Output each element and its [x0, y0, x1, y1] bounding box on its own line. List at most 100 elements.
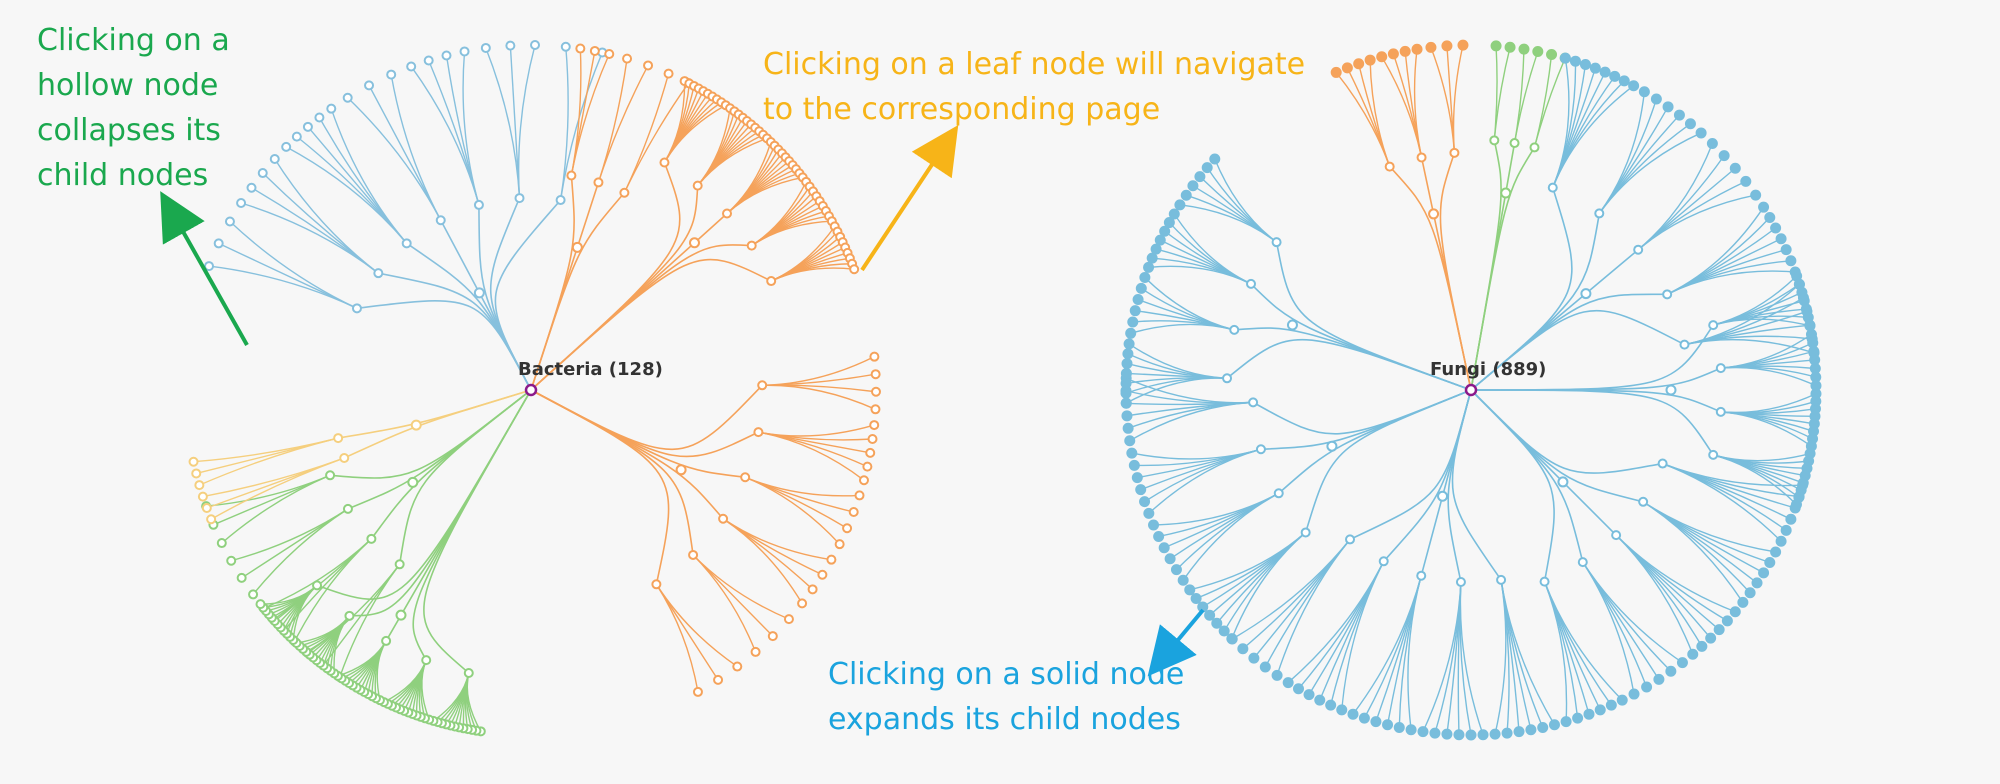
leaf-node[interactable] — [1123, 338, 1135, 350]
leaf-node[interactable] — [1353, 58, 1365, 70]
leaf-node[interactable] — [1662, 101, 1674, 113]
hub-node[interactable] — [1580, 288, 1592, 300]
branch-node[interactable] — [514, 193, 525, 204]
branch-node[interactable] — [692, 180, 703, 191]
leaf-node[interactable] — [1126, 447, 1138, 459]
branch-node[interactable] — [1246, 278, 1257, 289]
leaf-node[interactable] — [302, 121, 313, 132]
leaf-node[interactable] — [1177, 574, 1189, 586]
leaf-node[interactable] — [1696, 640, 1708, 652]
leaf-node[interactable] — [248, 589, 259, 600]
leaf-node[interactable] — [1282, 677, 1294, 689]
branch-node[interactable] — [1455, 576, 1466, 587]
leaf-node[interactable] — [834, 539, 845, 550]
leaf-node[interactable] — [1190, 592, 1202, 604]
hub-node[interactable] — [410, 419, 422, 431]
leaf-node[interactable] — [194, 480, 205, 491]
branch-node[interactable] — [1489, 135, 1500, 146]
leaf-node[interactable] — [1569, 55, 1581, 67]
branch-node[interactable] — [1416, 152, 1427, 163]
leaf-node[interactable] — [1303, 689, 1315, 701]
hub-node[interactable] — [1326, 440, 1338, 452]
branch-node[interactable] — [463, 667, 474, 678]
branch-node[interactable] — [566, 170, 577, 181]
leaf-node[interactable] — [589, 45, 600, 56]
leaf-node[interactable] — [870, 369, 881, 380]
leaf-node[interactable] — [867, 434, 878, 445]
leaf-node[interactable] — [1653, 673, 1665, 685]
branch-node[interactable] — [312, 580, 323, 591]
branch-node[interactable] — [381, 635, 392, 646]
leaf-node[interactable] — [423, 55, 434, 66]
leaf-node[interactable] — [1159, 225, 1171, 237]
leaf-node[interactable] — [817, 569, 828, 580]
leaf-node[interactable] — [204, 261, 215, 272]
leaf-node[interactable] — [1218, 625, 1230, 637]
leaf-node[interactable] — [1237, 643, 1249, 655]
leaf-node[interactable] — [692, 686, 703, 697]
leaf-node[interactable] — [1489, 728, 1501, 740]
leaf-node[interactable] — [1143, 261, 1155, 273]
leaf-node[interactable] — [1744, 587, 1756, 599]
leaf-node[interactable] — [1628, 80, 1640, 92]
leaf-node[interactable] — [1673, 109, 1685, 121]
leaf-node[interactable] — [1665, 665, 1677, 677]
leaf-node[interactable] — [1122, 422, 1134, 434]
leaf-node[interactable] — [226, 555, 237, 566]
hub-node[interactable] — [1557, 476, 1569, 488]
leaf-node[interactable] — [1150, 243, 1162, 255]
branch-node[interactable] — [1679, 339, 1690, 350]
branch-node[interactable] — [325, 470, 336, 481]
leaf-node[interactable] — [807, 584, 818, 595]
branch-node[interactable] — [1577, 557, 1588, 568]
leaf-node[interactable] — [480, 42, 491, 53]
leaf-node[interactable] — [1706, 138, 1718, 150]
branch-node[interactable] — [1271, 237, 1282, 248]
leaf-node[interactable] — [1589, 62, 1601, 74]
branch-node[interactable] — [1229, 324, 1240, 335]
fungi-root-node[interactable] — [1464, 383, 1478, 397]
branch-node[interactable] — [1539, 576, 1550, 587]
leaf-node[interactable] — [1135, 282, 1147, 294]
leaf-node[interactable] — [1537, 721, 1549, 733]
branch-node[interactable] — [373, 268, 384, 279]
leaf-node[interactable] — [386, 69, 397, 80]
branch-node[interactable] — [1222, 373, 1233, 384]
leaf-node[interactable] — [1532, 46, 1544, 58]
hub-node[interactable] — [473, 287, 485, 299]
branch-node[interactable] — [651, 579, 662, 590]
branch-node[interactable] — [342, 503, 353, 514]
leaf-node[interactable] — [1154, 234, 1166, 246]
leaf-node[interactable] — [858, 475, 869, 486]
leaf-node[interactable] — [1153, 530, 1165, 542]
leaf-node[interactable] — [1187, 180, 1199, 192]
branch-node[interactable] — [1449, 147, 1460, 158]
branch-node[interactable] — [766, 276, 777, 287]
leaf-node[interactable] — [849, 264, 860, 275]
branch-node[interactable] — [1378, 556, 1389, 567]
leaf-node[interactable] — [326, 103, 337, 114]
leaf-node[interactable] — [1293, 683, 1304, 695]
leaf-node[interactable] — [1780, 524, 1792, 536]
leaf-node[interactable] — [854, 490, 865, 501]
leaf-node[interactable] — [750, 646, 761, 657]
leaf-node[interactable] — [1180, 189, 1192, 201]
leaf-node[interactable] — [1605, 699, 1617, 711]
leaf-node[interactable] — [1204, 609, 1216, 621]
branch-node[interactable] — [401, 238, 412, 249]
leaf-node[interactable] — [1336, 704, 1348, 716]
leaf-node[interactable] — [1758, 201, 1770, 213]
bacteria-root-node[interactable] — [524, 383, 538, 397]
leaf-node[interactable] — [575, 43, 586, 54]
leaf-node[interactable] — [1594, 704, 1606, 716]
leaf-node[interactable] — [1793, 491, 1805, 503]
leaf-node[interactable] — [1729, 606, 1741, 618]
leaf-node[interactable] — [1721, 615, 1733, 627]
leaf-node[interactable] — [1770, 222, 1782, 234]
branch-node[interactable] — [333, 433, 344, 444]
leaf-node[interactable] — [1441, 728, 1453, 740]
leaf-node[interactable] — [1713, 624, 1725, 636]
leaf-node[interactable] — [1618, 75, 1630, 87]
leaf-node[interactable] — [1248, 652, 1260, 664]
branch-node[interactable] — [619, 187, 630, 198]
